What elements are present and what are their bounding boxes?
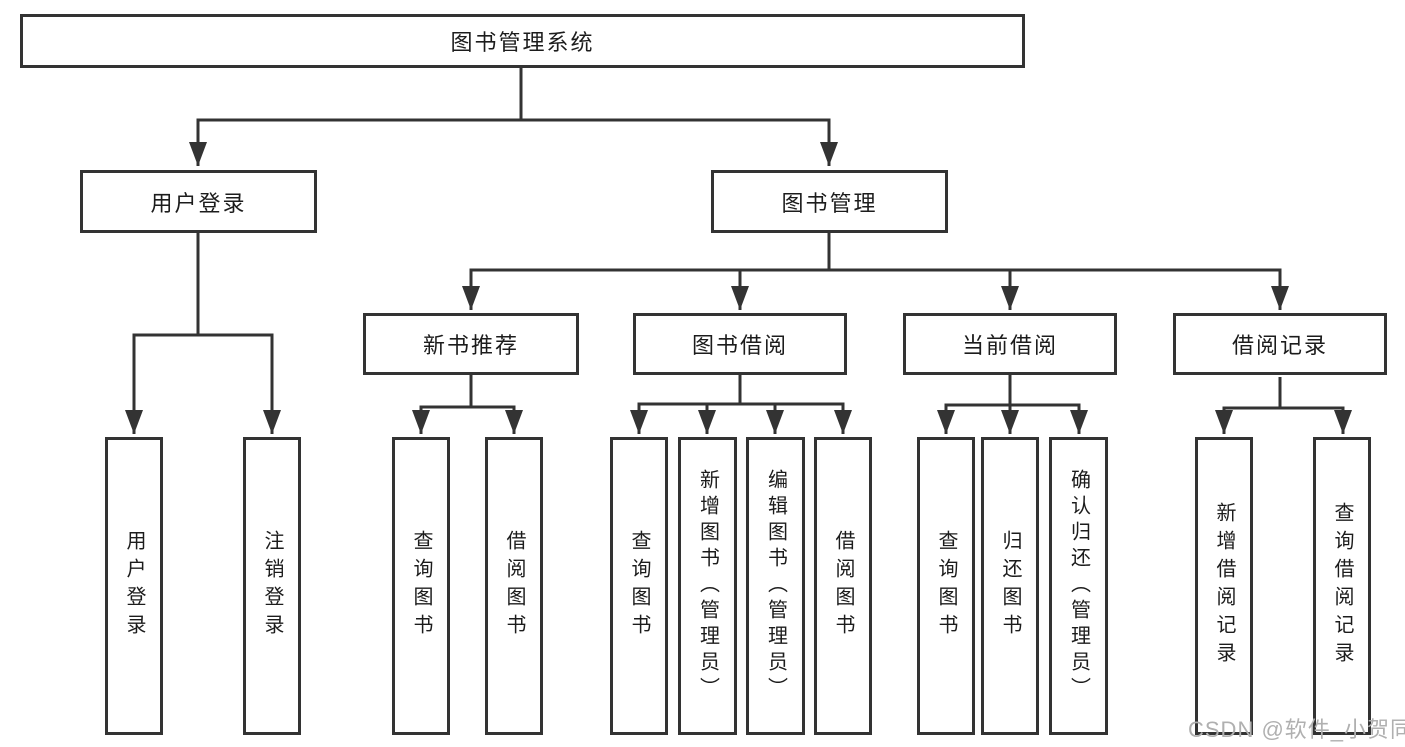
leaf-return-books: 归还图书 bbox=[981, 437, 1039, 735]
leaf-confirm-return-admin: 确认归还（管理员） bbox=[1049, 437, 1108, 735]
watermark: CSDN @软件_小贺同学 bbox=[1188, 717, 1405, 742]
node-label: 新增借阅记录 bbox=[1213, 502, 1235, 670]
node-book-management: 图书管理 bbox=[711, 170, 948, 233]
leaf-query-books-current: 查询图书 bbox=[917, 437, 975, 735]
node-label: 新书推荐 bbox=[422, 333, 519, 358]
node-book-borrowing: 图书借阅 bbox=[633, 313, 847, 375]
node-label: 借阅图书 bbox=[832, 530, 854, 642]
node-root: 图书管理系统 bbox=[20, 14, 1025, 68]
node-label: 查询图书 bbox=[410, 530, 432, 642]
node-borrowing-records: 借阅记录 bbox=[1173, 313, 1387, 375]
node-label: 新增图书（管理员） bbox=[696, 469, 719, 703]
node-label: 用户登录 bbox=[150, 190, 247, 216]
node-label: 编辑图书（管理员） bbox=[764, 469, 787, 703]
node-label: 查询图书 bbox=[935, 530, 957, 642]
node-label: 归还图书 bbox=[999, 530, 1021, 642]
node-label: 当前借阅 bbox=[961, 333, 1058, 358]
node-label: 注销登录 bbox=[261, 530, 283, 642]
node-label: 图书管理 bbox=[781, 190, 878, 216]
node-label: 借阅图书 bbox=[503, 530, 525, 642]
node-label: 图书管理系统 bbox=[450, 30, 595, 55]
node-user-login: 用户登录 bbox=[80, 170, 317, 233]
leaf-query-books-borrowing: 查询图书 bbox=[610, 437, 668, 735]
leaf-borrow-books-recommend: 借阅图书 bbox=[485, 437, 543, 735]
node-label: 借阅记录 bbox=[1231, 333, 1328, 358]
node-label: 确认归还（管理员） bbox=[1067, 469, 1090, 703]
leaf-add-borrow-record: 新增借阅记录 bbox=[1195, 437, 1253, 735]
node-current-borrowing: 当前借阅 bbox=[903, 313, 1117, 375]
leaf-user-login: 用户登录 bbox=[105, 437, 163, 735]
node-label: 查询借阅记录 bbox=[1331, 502, 1353, 670]
node-label: 用户登录 bbox=[123, 530, 145, 642]
leaf-add-books-admin: 新增图书（管理员） bbox=[678, 437, 737, 735]
node-label: 查询图书 bbox=[628, 530, 650, 642]
leaf-query-books-recommend: 查询图书 bbox=[392, 437, 450, 735]
leaf-edit-books-admin: 编辑图书（管理员） bbox=[746, 437, 805, 735]
node-label: 图书借阅 bbox=[691, 333, 788, 358]
leaf-borrow-books-borrowing: 借阅图书 bbox=[814, 437, 872, 735]
node-new-book-recommendation: 新书推荐 bbox=[363, 313, 579, 375]
leaf-logout: 注销登录 bbox=[243, 437, 301, 735]
leaf-query-borrow-record: 查询借阅记录 bbox=[1313, 437, 1371, 735]
